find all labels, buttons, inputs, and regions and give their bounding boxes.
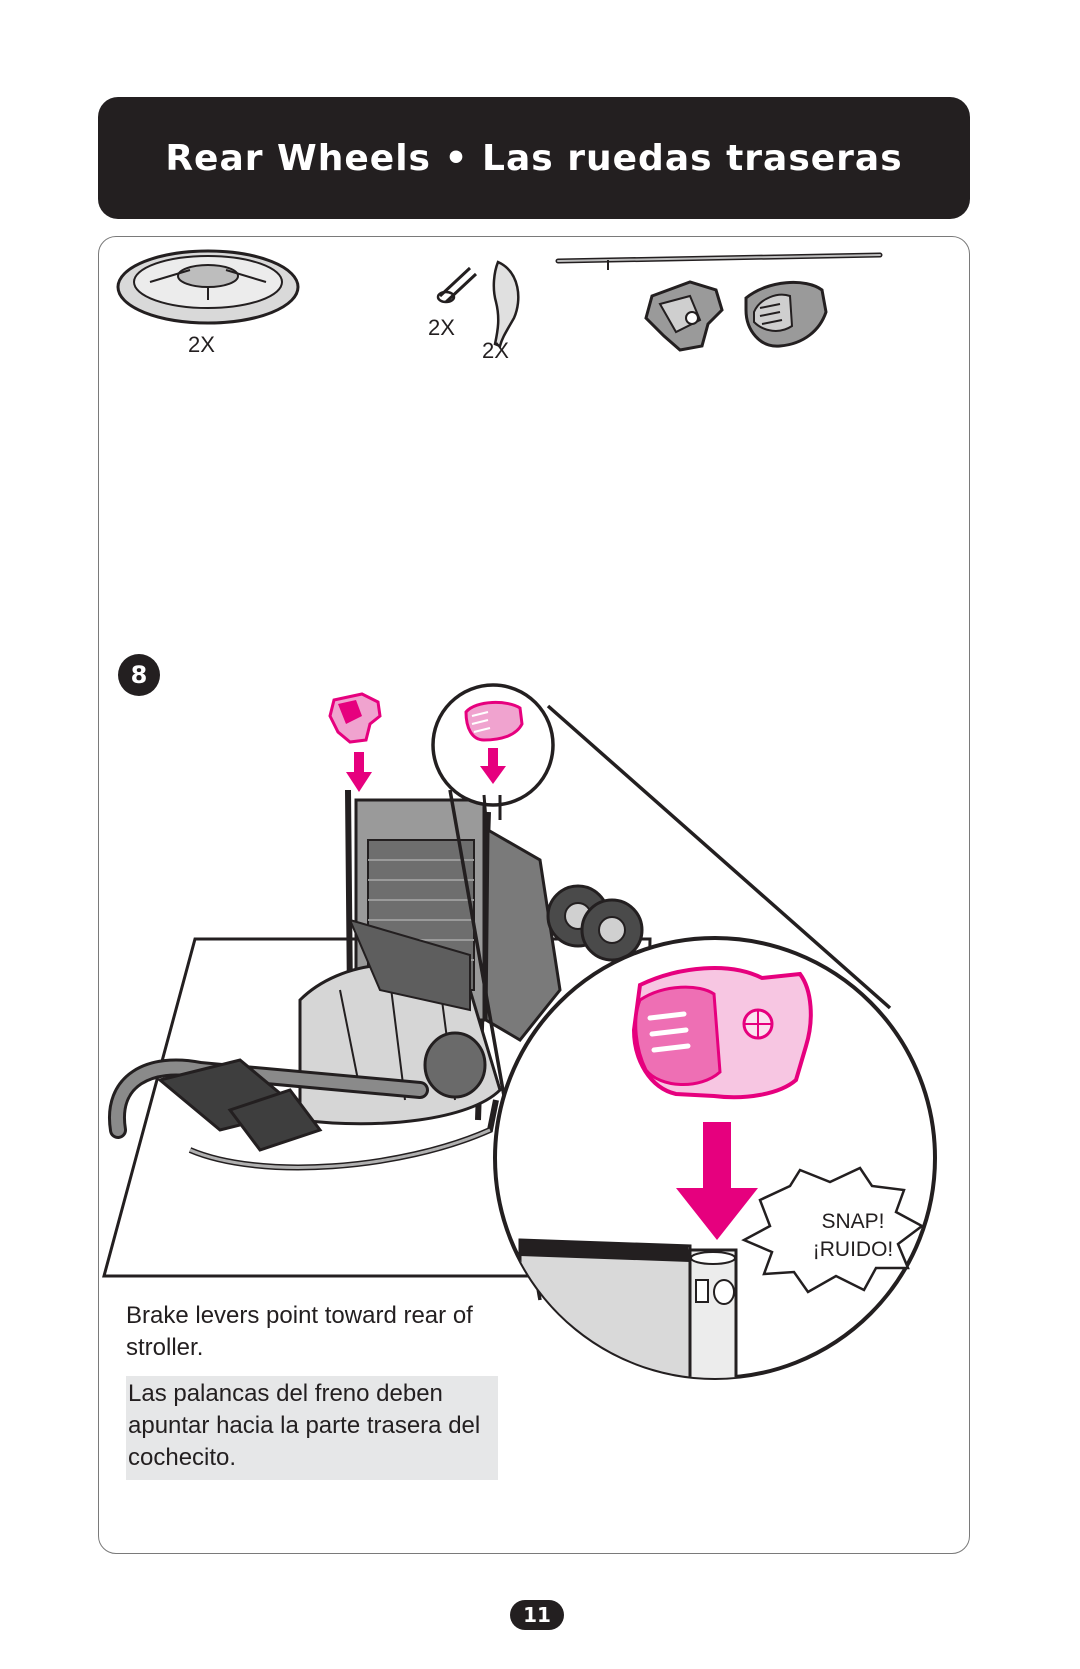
snap-text-spanish: ¡RUIDO!: [812, 1238, 894, 1261]
snap-text-english: SNAP!: [821, 1210, 885, 1233]
clip-pin-part-illustration: [436, 260, 520, 348]
brake-housing-insert-left-illustration: [328, 692, 382, 792]
rear-wheel-part-illustration: [116, 249, 300, 325]
section-title: Rear Wheels • Las ruedas traseras: [165, 137, 903, 179]
caption-english: Brake levers point toward rear of stroll…: [126, 1302, 473, 1361]
step-number-badge: 8: [118, 654, 160, 696]
section-header: Rear Wheels • Las ruedas traseras: [98, 97, 970, 219]
snap-burst-shape: [741, 1166, 925, 1294]
caption-spanish: Las palancas del freno deben apuntar hac…: [126, 1376, 498, 1480]
brake-housing-parts-illustration: [644, 280, 828, 352]
wheel-quantity-label: 2X: [188, 332, 215, 357]
detail-source-circle: [431, 683, 555, 821]
cap-quantity-label: 2X: [482, 338, 509, 363]
axle-rod-illustration: [555, 252, 883, 270]
detail-zoom-circle: [493, 936, 937, 1380]
stroller-illustration: [108, 789, 644, 1171]
snap-callout: SNAP! ¡RUIDO!: [793, 1208, 913, 1264]
pin-quantity-label: 2X: [428, 315, 455, 340]
page-number-badge: 11: [510, 1600, 564, 1630]
